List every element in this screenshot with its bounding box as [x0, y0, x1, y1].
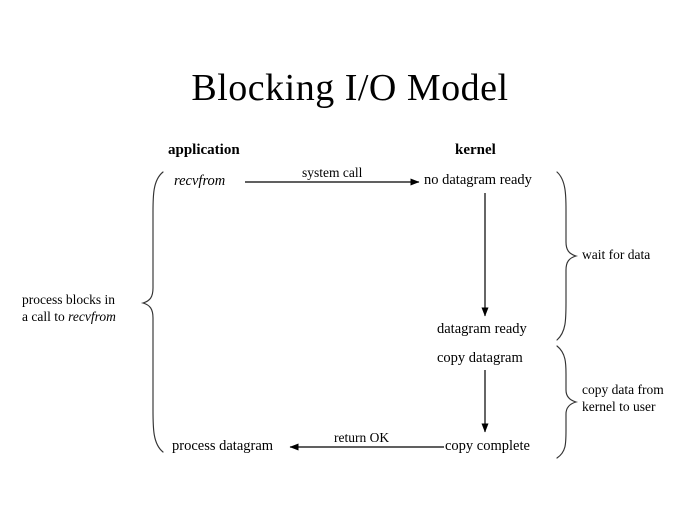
brace-label-copy-data-line1: copy data from	[582, 382, 664, 397]
brace-label-copy-data-line2: kernel to user	[582, 399, 656, 414]
brace-right-top	[556, 171, 579, 341]
node-copy-complete: copy complete	[445, 438, 530, 454]
node-datagram-ready: datagram ready	[437, 321, 527, 337]
brace-right-bottom	[556, 345, 579, 459]
edge-label-return-ok: return OK	[334, 430, 390, 445]
brace-label-process-blocks: process blocks in a call to recvfrom	[22, 291, 116, 325]
brace-label-process-blocks-line1: process blocks in	[22, 292, 115, 307]
brace-label-copy-data: copy data from kernel to user	[582, 381, 664, 415]
node-copy-datagram: copy datagram	[437, 350, 523, 366]
column-header-kernel: kernel	[455, 142, 496, 158]
brace-left	[140, 171, 164, 453]
page-title: Blocking I/O Model	[191, 67, 509, 109]
brace-label-wait-for-data: wait for data	[582, 247, 651, 262]
node-recvfrom: recvfrom	[174, 173, 226, 189]
edge-label-system-call: system call	[302, 165, 363, 180]
brace-label-process-blocks-line2: a call to recvfrom	[22, 308, 116, 325]
column-header-application: application	[168, 142, 240, 158]
brace-label-process-blocks-line2-prefix: a call to	[22, 309, 69, 324]
brace-label-process-blocks-line2-italic: recvfrom	[68, 309, 116, 324]
node-no-datagram-ready: no datagram ready	[424, 172, 532, 188]
node-process-datagram: process datagram	[172, 438, 274, 454]
